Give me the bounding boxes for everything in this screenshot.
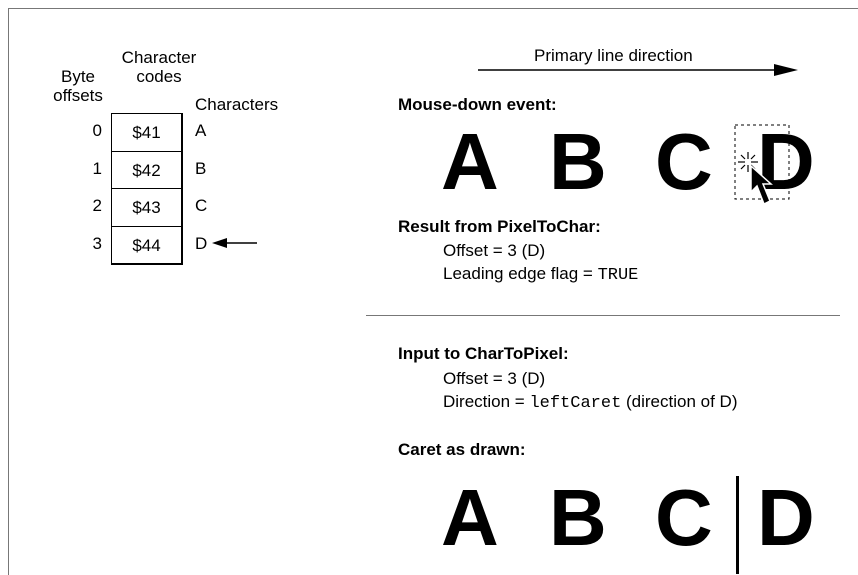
mouse-click-cursor-icon — [734, 124, 790, 206]
byte-offset: 3 — [92, 234, 102, 253]
character: C — [195, 196, 208, 215]
result-leading-value: TRUE — [597, 266, 639, 285]
header-characters: Characters — [195, 95, 279, 114]
character: D — [195, 234, 208, 253]
caret-title: Caret as drawn: — [398, 440, 526, 459]
input-direction: Direction = leftCaret (direction of D) — [443, 392, 737, 414]
table-row: $42 — [112, 152, 181, 189]
table-row: $41 — [112, 114, 181, 152]
table-row: $43 — [112, 189, 181, 227]
letter-a: A — [441, 117, 499, 206]
letter-d: D — [757, 117, 815, 206]
header-character-codes: Character codes — [111, 48, 207, 86]
result-offset: Offset = 3 (D) — [443, 241, 546, 260]
letter-c: C — [655, 473, 713, 562]
char-code-table: $41 $42 $43 $44 — [111, 113, 183, 265]
pointer-arrow-icon — [212, 238, 257, 248]
byte-offset: 0 — [92, 121, 102, 140]
divider — [366, 315, 840, 316]
byte-offset: 1 — [92, 159, 102, 178]
letter-b: B — [549, 473, 607, 562]
header-character-codes-line2: codes — [136, 67, 182, 86]
result-leading-label: Leading edge flag = — [443, 264, 598, 283]
letter-b: B — [549, 117, 607, 206]
mouse-down-title: Mouse-down event: — [398, 95, 557, 114]
table-row: $44 — [132, 235, 161, 255]
input-direction-label: Direction = — [443, 392, 530, 411]
input-direction-value: leftCaret — [529, 394, 622, 413]
direction-arrow-icon — [478, 64, 798, 76]
caret-line — [736, 476, 739, 574]
letter-d: D — [757, 473, 815, 562]
input-direction-suffix: (direction of D) — [621, 392, 738, 411]
input-title: Input to CharToPixel: — [398, 344, 569, 363]
header-byte-offsets-line1: Byte — [60, 67, 96, 86]
letter-c: C — [655, 117, 713, 206]
primary-direction-label: Primary line direction — [534, 46, 693, 65]
input-offset: Offset = 3 (D) — [443, 369, 546, 388]
figure-frame — [8, 8, 858, 575]
letter-a: A — [441, 473, 499, 562]
character: B — [195, 159, 207, 178]
header-byte-offsets-line2: offsets — [53, 86, 103, 105]
character: A — [195, 121, 207, 140]
byte-offset: 2 — [92, 196, 102, 215]
result-leading-edge: Leading edge flag = TRUE — [443, 264, 638, 286]
header-character-codes-line1: Character — [121, 48, 197, 67]
result-title: Result from PixelToChar: — [398, 217, 601, 236]
header-byte-offsets: Byte offsets — [46, 67, 110, 105]
